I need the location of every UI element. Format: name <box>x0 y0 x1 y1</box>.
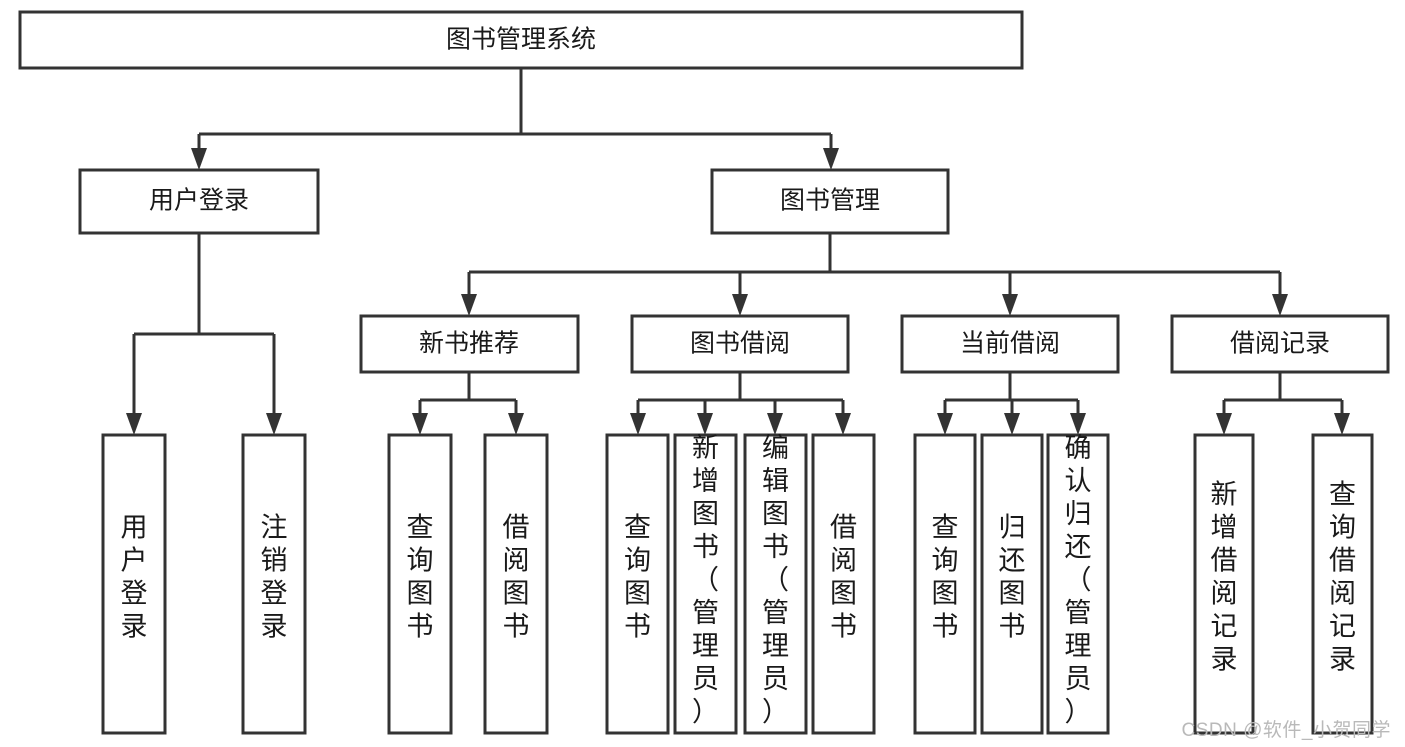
node-leaf-2-box[interactable] <box>387 433 453 735</box>
node-user-login-label: 用户登录 <box>149 187 249 215</box>
arrow-to-leaf-edit-book <box>767 413 783 435</box>
node-new-book-recommend-box[interactable] <box>359 314 580 374</box>
connector-layer <box>126 68 1350 435</box>
node-leaf-6-box[interactable] <box>743 433 808 735</box>
arrow-to-leaf-user-login <box>126 413 142 435</box>
edge-root-to-bus <box>197 68 833 152</box>
node-borrow-record-box[interactable] <box>1170 314 1390 374</box>
node-leaf-1-label: 注销登录 <box>261 513 288 642</box>
node-leaf-6-label: 编辑图书（管理员） <box>762 433 789 727</box>
node-current-borrow[interactable]: 当前借阅 <box>900 314 1120 374</box>
node-leaf-12-box[interactable] <box>1311 433 1374 735</box>
arrow-to-leaf-query-book-2 <box>630 413 646 435</box>
node-book-borrow-label: 图书借阅 <box>690 330 790 358</box>
node-leaf-4-box[interactable] <box>605 433 670 735</box>
node-leaf-11-box[interactable] <box>1193 433 1255 735</box>
arrow-to-leaf-borrow-book-1 <box>508 413 524 435</box>
arrow-to-new-book-recommend <box>461 294 477 316</box>
edge-currentborrow-to-bus <box>943 372 1080 417</box>
edge-bookmgmt-to-bus <box>467 233 1282 298</box>
node-leaf-11-label: 新增借阅记录 <box>1211 480 1238 675</box>
node-leaf-9[interactable]: 归还图书 <box>980 433 1044 735</box>
node-leaf-3-label: 借阅图书 <box>503 513 530 642</box>
node-leaf-0[interactable]: 用户登录 <box>101 433 167 735</box>
node-root[interactable]: 图书管理系统 <box>18 10 1024 70</box>
node-leaf-1[interactable]: 注销登录 <box>241 433 307 735</box>
edge-borrowrecord-to-bus <box>1222 372 1344 417</box>
arrow-to-book-management <box>823 148 839 170</box>
node-leaf-1-box[interactable] <box>241 433 307 735</box>
node-leaf-0-box[interactable] <box>101 433 167 735</box>
node-book-management-label: 图书管理 <box>780 187 880 215</box>
node-leaf-0-label: 用户登录 <box>121 513 148 642</box>
arrow-to-leaf-confirm-return <box>1070 413 1086 435</box>
node-leaf-8-label: 查询图书 <box>932 513 959 642</box>
arrow-to-book-borrow <box>732 294 748 316</box>
arrow-to-leaf-query-book-1 <box>412 413 428 435</box>
node-new-book-recommend-label: 新书推荐 <box>419 330 519 358</box>
node-leaf-10-box[interactable] <box>1046 433 1110 735</box>
watermark-text: CSDN @软件_小贺同学 <box>1181 720 1391 741</box>
node-leaf-6[interactable]: 编辑图书（管理员） <box>743 433 808 735</box>
node-leaf-9-label: 归还图书 <box>999 513 1026 642</box>
node-leaf-10-label: 确认归还（管理员） <box>1065 433 1092 727</box>
node-leaf-5-label: 新增图书（管理员） <box>692 433 719 727</box>
node-user-login-box[interactable] <box>78 168 320 235</box>
node-current-borrow-box[interactable] <box>900 314 1120 374</box>
node-leaf-2[interactable]: 查询图书 <box>387 433 453 735</box>
node-borrow-record[interactable]: 借阅记录 <box>1170 314 1390 374</box>
arrow-to-user-login <box>191 148 207 170</box>
node-leaf-12-label: 查询借阅记录 <box>1329 480 1356 675</box>
node-leaf-10[interactable]: 确认归还（管理员） <box>1046 433 1110 735</box>
arrow-to-current-borrow <box>1002 294 1018 316</box>
node-leaf-11[interactable]: 新增借阅记录 <box>1193 433 1255 735</box>
node-leaf-5[interactable]: 新增图书（管理员） <box>673 433 738 735</box>
arrow-to-leaf-add-book <box>697 413 713 435</box>
node-book-management-box[interactable] <box>710 168 950 235</box>
arrow-to-leaf-return-book <box>1004 413 1020 435</box>
node-book-borrow-box[interactable] <box>630 314 850 374</box>
node-leaf-3-box[interactable] <box>483 433 549 735</box>
node-borrow-record-label: 借阅记录 <box>1230 330 1330 358</box>
node-leaf-9-box[interactable] <box>980 433 1044 735</box>
arrow-to-leaf-query-record <box>1334 413 1350 435</box>
arrow-to-borrow-record <box>1272 294 1288 316</box>
arrow-to-leaf-logout <box>266 413 282 435</box>
node-leaf-7[interactable]: 借阅图书 <box>811 433 876 735</box>
node-new-book-recommend[interactable]: 新书推荐 <box>359 314 580 374</box>
edge-userlogin-to-bus <box>132 233 276 417</box>
node-leaf-2-label: 查询图书 <box>407 513 434 642</box>
node-leaf-4-label: 查询图书 <box>624 513 651 642</box>
node-leaf-5-box[interactable] <box>673 433 738 735</box>
node-book-borrow[interactable]: 图书借阅 <box>630 314 850 374</box>
node-leaf-7-box[interactable] <box>811 433 876 735</box>
leaf-node-layer: 用户登录 注销登录 查询图书 借阅图书 查询图书 新增图书（管理员） 编辑图书（管理员） 借阅… <box>101 433 1374 735</box>
arrow-to-leaf-borrow-book-2 <box>835 413 851 435</box>
node-leaf-12[interactable]: 查询借阅记录 <box>1311 433 1374 735</box>
node-leaf-7-label: 借阅图书 <box>830 513 857 642</box>
node-leaf-8-box[interactable] <box>913 433 977 735</box>
node-leaf-3[interactable]: 借阅图书 <box>483 433 549 735</box>
edge-newbook-to-bus <box>418 372 518 417</box>
node-leaf-8[interactable]: 查询图书 <box>913 433 977 735</box>
node-root-label: 图书管理系统 <box>446 26 596 54</box>
node-user-login[interactable]: 用户登录 <box>78 168 320 235</box>
node-book-management[interactable]: 图书管理 <box>710 168 950 235</box>
node-current-borrow-label: 当前借阅 <box>960 330 1060 358</box>
node-root-box[interactable] <box>18 10 1024 70</box>
arrow-to-leaf-add-record <box>1216 413 1232 435</box>
arrow-to-leaf-query-book-3 <box>937 413 953 435</box>
edge-bookborrow-to-bus <box>636 372 845 417</box>
node-leaf-4[interactable]: 查询图书 <box>605 433 670 735</box>
